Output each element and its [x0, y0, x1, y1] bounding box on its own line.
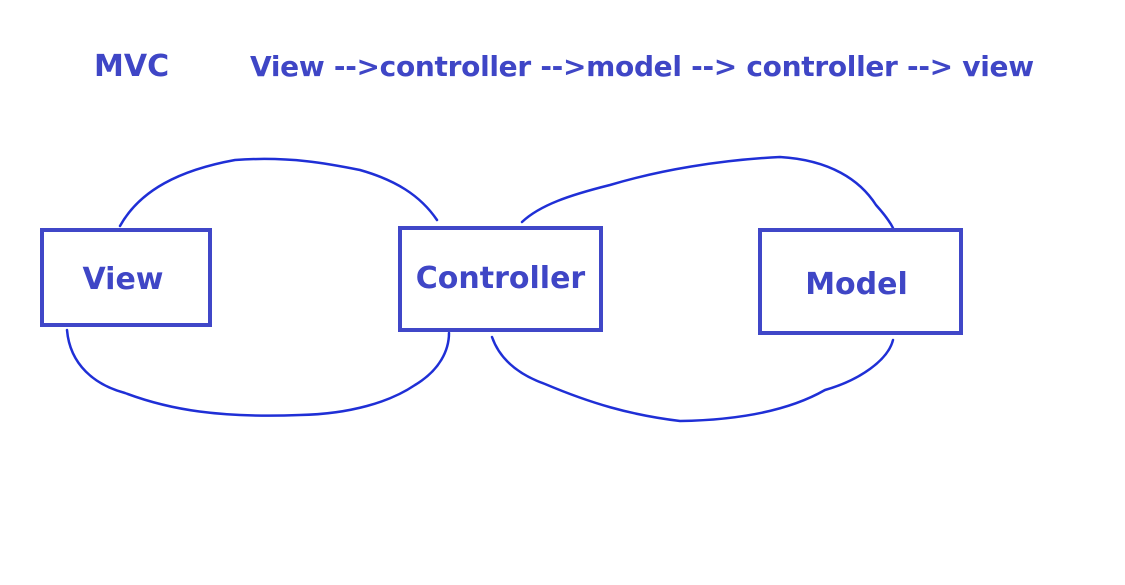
model-node-label: Model	[805, 266, 908, 302]
flow-description: View -->controller -->model --> controll…	[250, 50, 1034, 83]
controller-node-label: Controller	[415, 261, 586, 296]
diagram-title: MVC	[94, 49, 170, 84]
view-controller-upper-loop	[118, 157, 439, 228]
controller-node: Controller	[398, 226, 603, 332]
view-controller-lower-loop	[65, 328, 451, 417]
view-node-label: View	[82, 261, 164, 297]
controller-model-upper-loop	[520, 155, 895, 230]
view-node: View	[40, 228, 212, 327]
controller-model-lower-loop	[490, 335, 895, 423]
model-node: Model	[758, 228, 963, 335]
